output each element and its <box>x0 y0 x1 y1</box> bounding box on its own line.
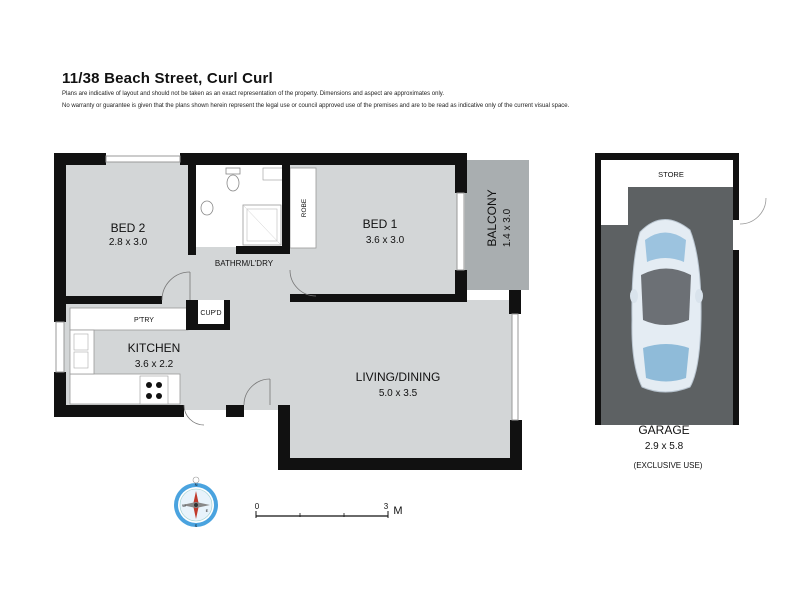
kitchen-benches <box>69 307 189 405</box>
bathroom-fixtures <box>196 165 284 247</box>
scale-bar: 0 3 M <box>255 502 403 518</box>
disclaimer-line-1: Plans are indicative of layout and shoul… <box>62 91 445 97</box>
bed1-dims: 3.6 x 3.0 <box>366 235 405 246</box>
property-address: 11/38 Beach Street, Curl Curl <box>62 70 273 87</box>
robe-label: ROBE <box>301 198 308 217</box>
living-label: LIVING/DINING <box>356 370 441 384</box>
living-dims: 5.0 x 3.5 <box>379 388 418 399</box>
kitchen-label: KITCHEN <box>128 341 181 355</box>
balcony-area <box>465 160 529 290</box>
garage-dims: 2.9 x 5.8 <box>645 441 684 452</box>
cupboard-label: CUP'D <box>200 310 221 317</box>
door-swings <box>161 269 317 426</box>
balcony-label: BALCONY <box>485 189 499 246</box>
unit-walls <box>54 153 522 470</box>
bed2-dims: 2.8 x 3.0 <box>109 237 148 248</box>
robe-area <box>289 167 317 249</box>
bed2-label: BED 2 <box>111 221 146 235</box>
scale-end: 3 <box>384 502 389 511</box>
disclaimer-line-2: No warranty or guarantee is given that t… <box>62 103 570 109</box>
store-label: STORE <box>658 170 684 179</box>
bed1-label: BED 1 <box>363 217 398 231</box>
bathroom-label: BATHRM/L'DRY <box>215 259 274 268</box>
compass-e: E <box>206 508 209 513</box>
scale-start: 0 <box>255 502 260 511</box>
windows <box>55 155 519 421</box>
compass-icon: N S E W <box>174 476 218 528</box>
garage-note: (EXCLUSIVE USE) <box>634 461 703 470</box>
compass-w: W <box>182 503 186 508</box>
garage-label: GARAGE <box>638 423 689 437</box>
balcony-dims: 1.4 x 3.0 <box>502 208 513 247</box>
room-labels: BED 2 2.8 x 3.0 BED 1 3.6 x 3.0 BATHRM/L… <box>109 189 513 399</box>
scale-unit: M <box>393 505 402 517</box>
garage: STORE GARAGE 2.9 x 5.8 (EXCLUSIVE USE) <box>595 153 767 470</box>
unit-floor <box>62 160 514 460</box>
cupboard-area <box>196 300 226 326</box>
kitchen-dims: 3.6 x 2.2 <box>135 359 174 370</box>
compass-n: N <box>195 482 198 487</box>
car-illustration <box>630 219 703 393</box>
compass-s: S <box>195 523 198 528</box>
pantry-label: P'TRY <box>134 317 154 324</box>
